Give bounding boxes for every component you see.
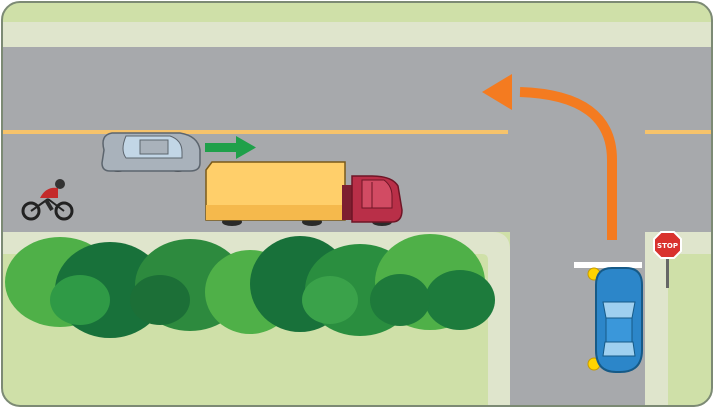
blue-car: [588, 268, 642, 372]
corner-grass: [668, 254, 714, 408]
center-line-right: [645, 130, 714, 134]
center-line-left: [0, 130, 508, 134]
stop-line: [574, 262, 642, 268]
stop-sign-text: STOP: [657, 242, 678, 250]
top-sidewalk: [0, 22, 714, 48]
silver-sedan: [102, 133, 200, 172]
